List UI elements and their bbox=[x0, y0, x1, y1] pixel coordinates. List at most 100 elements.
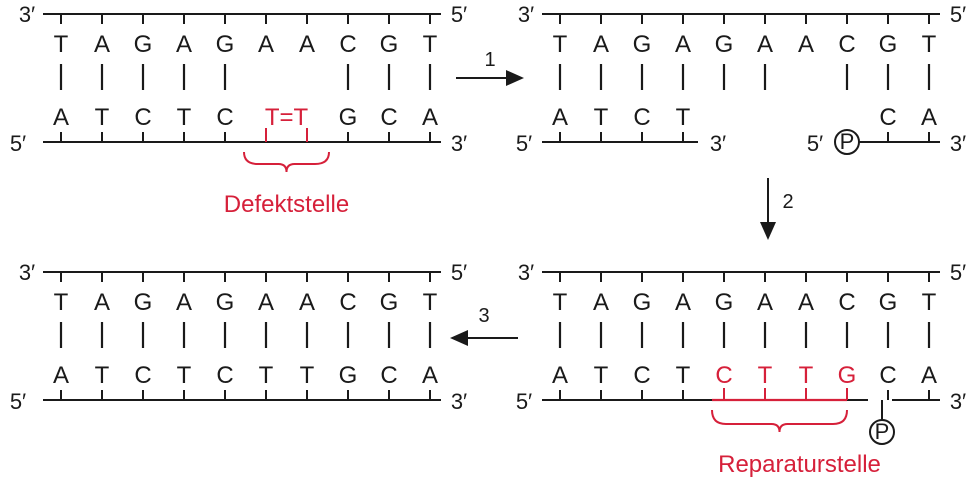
bottom-base: T bbox=[259, 362, 274, 389]
bottom-base: T bbox=[594, 362, 609, 389]
repair-brace bbox=[711, 409, 848, 433]
step-3-label: 3 bbox=[478, 305, 489, 327]
arrow-head bbox=[450, 330, 468, 346]
top-base: A bbox=[176, 31, 192, 58]
top-base: G bbox=[134, 31, 153, 58]
arrow-head bbox=[506, 70, 524, 86]
top-base: T bbox=[553, 289, 568, 316]
top-base: A bbox=[757, 31, 773, 58]
top-base: A bbox=[94, 289, 110, 316]
step-1-label: 1 bbox=[484, 49, 495, 71]
top-base: T bbox=[54, 31, 69, 58]
new-base: T bbox=[758, 362, 773, 389]
top-base: A bbox=[299, 289, 315, 316]
phosphate-label: P bbox=[840, 129, 855, 154]
arrow-step-3 bbox=[450, 330, 518, 346]
top-base: A bbox=[94, 31, 110, 58]
thymine-dimer: T=T bbox=[265, 104, 309, 131]
bottom-base: A bbox=[422, 362, 438, 389]
end-label-3prime: 3′ bbox=[19, 260, 35, 285]
top-base: G bbox=[633, 31, 652, 58]
step-2-label: 2 bbox=[782, 191, 793, 213]
top-base: A bbox=[757, 289, 773, 316]
bottom-base: T bbox=[676, 104, 691, 131]
top-base: T bbox=[922, 289, 937, 316]
bottom-base: A bbox=[552, 104, 568, 131]
bottom-base: A bbox=[53, 362, 69, 389]
bottom-base: C bbox=[134, 362, 151, 389]
top-base: T bbox=[553, 31, 568, 58]
bottom-base: C bbox=[216, 104, 233, 131]
end-label-5prime: 5′ bbox=[950, 2, 966, 27]
new-base: G bbox=[838, 362, 857, 389]
bottom-base: A bbox=[552, 362, 568, 389]
bottom-base: T bbox=[676, 362, 691, 389]
repair-label: Reparaturstelle bbox=[718, 451, 881, 478]
bottom-base: C bbox=[380, 362, 397, 389]
top-base: A bbox=[176, 289, 192, 316]
bottom-base: T bbox=[177, 362, 192, 389]
top-base: A bbox=[258, 289, 274, 316]
bottom-base: A bbox=[422, 104, 438, 131]
end-label-3prime: 3′ bbox=[710, 131, 726, 156]
bottom-base: C bbox=[633, 362, 650, 389]
bottom-base: C bbox=[134, 104, 151, 131]
bottom-base: C bbox=[380, 104, 397, 131]
top-base: G bbox=[216, 31, 235, 58]
new-base: T bbox=[799, 362, 814, 389]
bottom-base: T bbox=[95, 362, 110, 389]
bottom-base: A bbox=[53, 104, 69, 131]
arrow-step-1 bbox=[456, 70, 524, 86]
bottom-base: C bbox=[216, 362, 233, 389]
bottom-base: C bbox=[879, 362, 896, 389]
top-base: T bbox=[423, 289, 438, 316]
top-base: A bbox=[593, 289, 609, 316]
end-label-3prime: 3′ bbox=[451, 131, 467, 156]
top-base: T bbox=[423, 31, 438, 58]
phosphate-circle bbox=[869, 419, 895, 445]
bottom-base: G bbox=[339, 104, 358, 131]
end-label-3prime: 3′ bbox=[19, 2, 35, 27]
top-base: G bbox=[715, 31, 734, 58]
end-label-3prime: 3′ bbox=[518, 2, 534, 27]
top-base: G bbox=[879, 31, 898, 58]
top-base: G bbox=[380, 289, 399, 316]
bottom-base: T bbox=[594, 104, 609, 131]
bottom-base: T bbox=[177, 104, 192, 131]
end-label-5prime: 5′ bbox=[10, 131, 26, 156]
end-label-3prime: 3′ bbox=[950, 131, 966, 156]
bottom-base: T bbox=[300, 362, 315, 389]
top-base: A bbox=[258, 31, 274, 58]
end-label-5prime: 5′ bbox=[451, 260, 467, 285]
top-base: A bbox=[593, 31, 609, 58]
end-label-5prime: 5′ bbox=[950, 260, 966, 285]
end-label-5prime: 5′ bbox=[451, 2, 467, 27]
defect-brace bbox=[243, 151, 330, 173]
end-label-5prime: 5′ bbox=[807, 131, 823, 156]
top-base: A bbox=[299, 31, 315, 58]
new-base: C bbox=[715, 362, 732, 389]
defect-label: Defektstelle bbox=[224, 191, 349, 218]
top-base: G bbox=[216, 289, 235, 316]
top-base: A bbox=[798, 289, 814, 316]
end-label-5prime: 5′ bbox=[516, 389, 532, 414]
top-base: G bbox=[879, 289, 898, 316]
end-label-3prime: 3′ bbox=[950, 389, 966, 414]
bottom-base: C bbox=[633, 104, 650, 131]
end-label-3prime: 3′ bbox=[451, 389, 467, 414]
phosphate-label: P bbox=[875, 419, 890, 444]
top-base: C bbox=[339, 289, 356, 316]
top-base: G bbox=[134, 289, 153, 316]
top-base: C bbox=[838, 31, 855, 58]
bottom-base: G bbox=[339, 362, 358, 389]
top-base: C bbox=[838, 289, 855, 316]
top-base: A bbox=[675, 289, 691, 316]
arrow-head bbox=[760, 222, 776, 240]
end-label-3prime: 3′ bbox=[518, 260, 534, 285]
arrow-step-2 bbox=[760, 178, 776, 240]
top-base: G bbox=[715, 289, 734, 316]
